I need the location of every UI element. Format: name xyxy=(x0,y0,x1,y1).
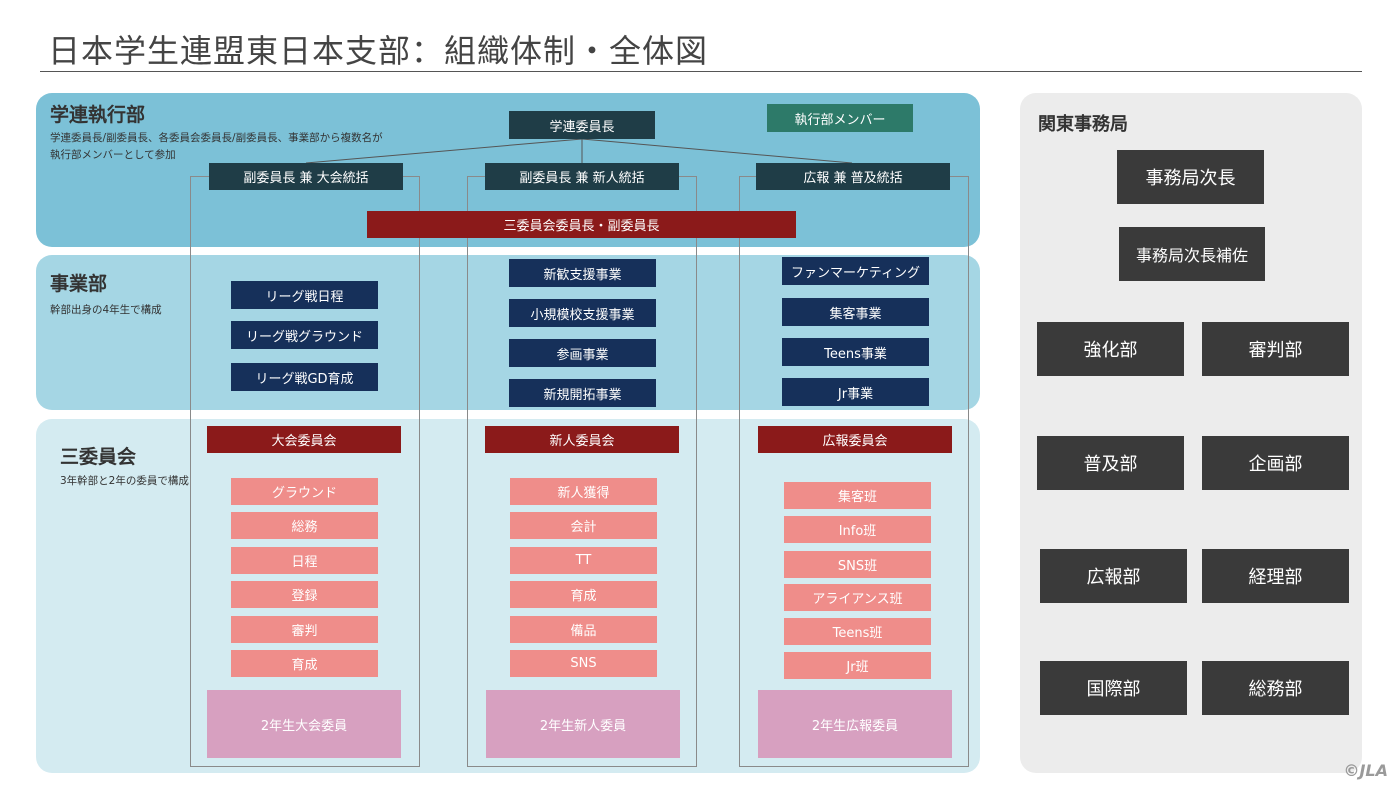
second-year-pr-box: 2年生広報委員 xyxy=(758,690,952,758)
business-title: 事業部 xyxy=(50,273,108,295)
committee-heads-box: 三委員会委員長・副委員長 xyxy=(367,211,796,238)
business-item: ファンマーケティング xyxy=(782,257,929,285)
committee-item: Teens班 xyxy=(784,618,931,645)
committee-item: アライアンス班 xyxy=(784,584,931,611)
committee-title: 三委員会 xyxy=(60,446,137,468)
business-item: リーグ戦グラウンド xyxy=(231,321,378,349)
exec-title: 学連執行部 xyxy=(50,104,146,126)
committee-item: SNS xyxy=(510,650,657,677)
committee-item: 備品 xyxy=(510,616,657,643)
kanto-dept-box: 強化部 xyxy=(1037,322,1184,376)
committee-item: 会計 xyxy=(510,512,657,539)
title-divider xyxy=(40,71,1362,72)
second-year-tournament-box: 2年生大会委員 xyxy=(207,690,401,758)
business-item: 参画事業 xyxy=(509,339,656,367)
second-year-newcomer-box: 2年生新人委員 xyxy=(486,690,680,758)
committee-item: TT xyxy=(510,547,657,574)
business-item: リーグ戦GD育成 xyxy=(231,363,378,391)
pr-promotion-box: 広報 兼 普及統括 xyxy=(756,163,950,190)
committee-item: Info班 xyxy=(784,516,931,543)
exec-desc-line2: 執行部メンバーとして参加 xyxy=(50,149,176,161)
committee-item: 集客班 xyxy=(784,482,931,509)
committee-item: Jr班 xyxy=(784,652,931,679)
vice-newcomer-box: 副委員長 兼 新人統括 xyxy=(485,163,679,190)
committee-item: 日程 xyxy=(231,547,378,574)
committee-item: グラウンド xyxy=(231,478,378,505)
kanto-dept-box: 広報部 xyxy=(1040,549,1187,603)
kanto-dept-box: 総務部 xyxy=(1202,661,1349,715)
committee-item: 育成 xyxy=(510,581,657,608)
committee-desc: 3年幹部と2年の委員で構成 xyxy=(60,475,189,487)
business-item: 小規模校支援事業 xyxy=(509,299,656,327)
kanto-dept-box: 企画部 xyxy=(1202,436,1349,490)
vice-tournament-box: 副委員長 兼 大会統括 xyxy=(209,163,403,190)
business-desc: 幹部出身の4年生で構成 xyxy=(50,304,162,316)
committee-item: 新人獲得 xyxy=(510,478,657,505)
connector-chair-to-vice3 xyxy=(581,138,853,164)
committee-item: 総務 xyxy=(231,512,378,539)
business-item: 集客事業 xyxy=(782,298,929,326)
connector-chair-to-vice1 xyxy=(305,138,583,164)
exec-desc-line1: 学連委員長/副委員長、各委員会委員長/副委員長、事業部から複数名が xyxy=(50,132,383,144)
copyright-mark: ©JLA xyxy=(1343,761,1388,780)
committee-item: 育成 xyxy=(231,650,378,677)
committee-header-newcomer: 新人委員会 xyxy=(485,426,679,453)
kanto-deputy-box: 事務局次長 xyxy=(1117,150,1264,204)
kanto-dept-box: 普及部 xyxy=(1037,436,1184,490)
exec-members-box: 執行部メンバー xyxy=(767,104,913,132)
business-item: 新歓支援事業 xyxy=(509,259,656,287)
kanto-panel xyxy=(1020,93,1362,773)
page-title: 日本学生連盟東日本支部：組織体制・全体図 xyxy=(48,32,709,70)
committee-item: 登録 xyxy=(231,581,378,608)
business-item: 新規開拓事業 xyxy=(509,379,656,407)
kanto-dept-box: 国際部 xyxy=(1040,661,1187,715)
kanto-deputy-assistant-box: 事務局次長補佐 xyxy=(1119,227,1265,281)
kanto-dept-box: 経理部 xyxy=(1202,549,1349,603)
business-item: Teens事業 xyxy=(782,338,929,366)
business-item: リーグ戦日程 xyxy=(231,281,378,309)
business-item: Jr事業 xyxy=(782,378,929,406)
chair-box: 学連委員長 xyxy=(509,111,655,139)
committee-item: 審判 xyxy=(231,616,378,643)
committee-header-tournament: 大会委員会 xyxy=(207,426,401,453)
committee-header-pr: 広報委員会 xyxy=(758,426,952,453)
kanto-title: 関東事務局 xyxy=(1038,114,1128,135)
committee-item: SNS班 xyxy=(784,551,931,578)
kanto-dept-box: 審判部 xyxy=(1202,322,1349,376)
